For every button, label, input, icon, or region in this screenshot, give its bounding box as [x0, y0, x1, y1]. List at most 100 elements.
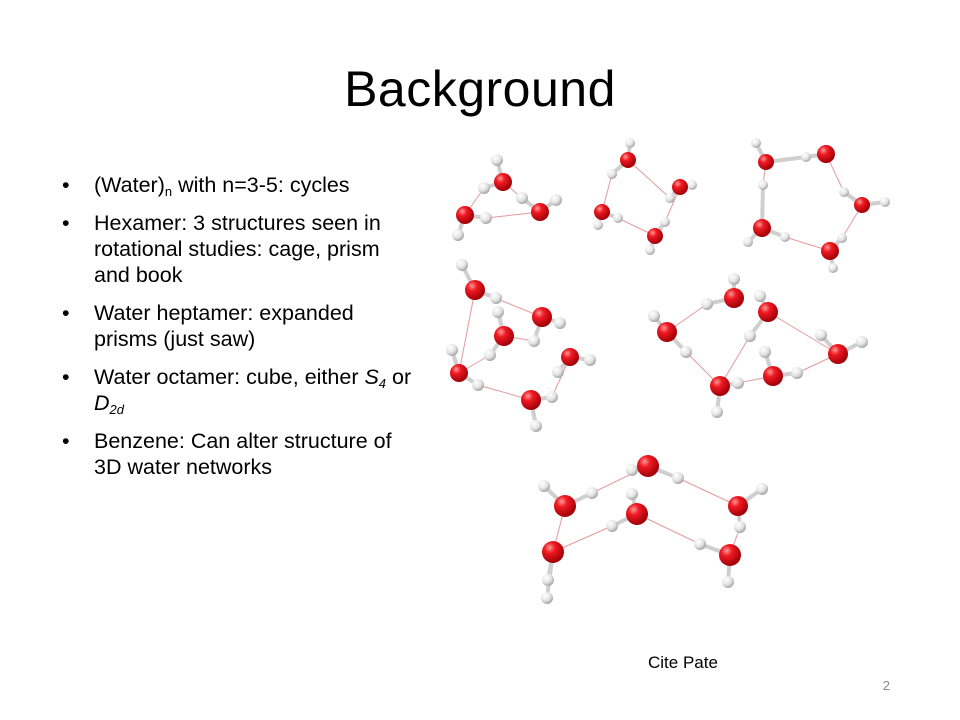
hydrogen-atom	[837, 233, 847, 243]
water-cluster-hexamer-left	[446, 259, 596, 432]
hydrogen-atom	[751, 138, 761, 148]
oxygen-atom	[753, 219, 771, 237]
hydrogen-atom	[728, 273, 740, 285]
water-cluster-figure	[446, 138, 890, 604]
oxygen-atom	[542, 541, 564, 563]
hydrogen-atom	[542, 574, 554, 586]
hydrogen-atom	[625, 138, 635, 148]
bullet-list: (Water)n with n=3-5: cycles Hexamer: 3 s…	[62, 172, 412, 492]
hydrogen-atom	[478, 182, 490, 194]
hydrogen-bond	[485, 211, 541, 219]
oxygen-atom	[758, 154, 774, 170]
bullet-item: Water heptamer: expanded prisms (just sa…	[62, 300, 412, 352]
water-cluster-hexamer-right	[648, 273, 868, 418]
water-cluster-tetramer	[593, 138, 697, 255]
hydrogen-atom	[626, 488, 638, 500]
hydrogen-atom	[680, 346, 692, 358]
hydrogen-atom	[722, 576, 734, 588]
hydrogen-atom	[554, 317, 566, 329]
hydrogen-atom	[660, 217, 670, 227]
oxygen-atom	[647, 228, 663, 244]
hydrogen-atom	[839, 187, 849, 197]
oxygen-atom	[728, 496, 748, 516]
hydrogen-atom	[815, 329, 827, 341]
hydrogen-atom	[626, 464, 638, 476]
oxygen-atom	[637, 455, 659, 477]
water-cluster-trimer	[452, 154, 562, 241]
oxygen-atom	[672, 179, 688, 195]
hydrogen-atom	[456, 259, 468, 271]
hydrogen-atom	[516, 192, 528, 204]
bullet-item: Hexamer: 3 structures seen in rotational…	[62, 210, 412, 288]
hydrogen-atom	[665, 193, 675, 203]
hydrogen-atom	[732, 377, 744, 389]
oxygen-atom	[817, 145, 835, 163]
bullet-item: Benzene: Can alter structure of 3D water…	[62, 428, 412, 480]
hydrogen-atom	[711, 406, 723, 418]
oxygen-atom	[531, 203, 549, 221]
oxygen-atom	[828, 344, 848, 364]
bullet-item: (Water)n with n=3-5: cycles	[62, 172, 412, 198]
hydrogen-bond	[458, 289, 476, 374]
oxygen-atom	[854, 197, 870, 213]
hydrogen-atom	[606, 520, 618, 532]
hydrogen-atom	[593, 220, 603, 230]
hydrogen-bond	[767, 311, 839, 355]
hydrogen-atom	[530, 420, 542, 432]
oxygen-atom	[626, 503, 648, 525]
hydrogen-atom	[758, 180, 768, 190]
hydrogen-atom	[828, 263, 838, 273]
oxygen-atom	[763, 366, 783, 386]
hydrogen-atom	[480, 212, 492, 224]
hydrogen-atom	[694, 538, 706, 550]
bullet-item: Water octamer: cube, either S4 or D2d	[62, 364, 412, 416]
hydrogen-atom	[472, 379, 484, 391]
slide-title: Background	[344, 61, 616, 117]
hydrogen-atom	[528, 335, 540, 347]
hydrogen-atom	[550, 194, 562, 206]
hydrogen-atom	[648, 310, 660, 322]
hydrogen-atom	[613, 213, 623, 223]
oxygen-atom	[657, 322, 677, 342]
hydrogen-atom	[687, 180, 697, 190]
oxygen-atom	[710, 376, 730, 396]
oxygen-atom	[456, 206, 474, 224]
oxygen-atom	[758, 302, 778, 322]
hydrogen-bond	[627, 159, 671, 199]
hydrogen-atom	[490, 292, 502, 304]
hydrogen-atom	[645, 245, 655, 255]
hydrogen-atom	[743, 237, 753, 247]
hydrogen-atom	[744, 330, 756, 342]
oxygen-atom	[719, 544, 741, 566]
oxygen-atom	[532, 307, 552, 327]
hydrogen-atom	[791, 367, 803, 379]
oxygen-atom	[465, 280, 485, 300]
oxygen-atom	[594, 204, 610, 220]
oxygen-atom	[521, 390, 541, 410]
hydrogen-atom	[856, 336, 868, 348]
hydrogen-bond	[636, 513, 701, 545]
hydrogen-atom	[452, 229, 464, 241]
hydrogen-atom	[756, 483, 768, 495]
hydrogen-atom	[446, 344, 458, 356]
oxygen-atom	[561, 348, 579, 366]
water-cluster-pentamer	[743, 138, 890, 273]
oxygen-atom	[724, 288, 744, 308]
hydrogen-atom	[701, 298, 713, 310]
hydrogen-atom	[759, 346, 771, 358]
hydrogen-atom	[541, 592, 553, 604]
hydrogen-atom	[491, 154, 503, 166]
hydrogen-bond	[677, 477, 739, 507]
hydrogen-atom	[584, 354, 596, 366]
hydrogen-atom	[607, 169, 617, 179]
hydrogen-atom	[801, 152, 811, 162]
hydrogen-atom	[734, 521, 746, 533]
hydrogen-atom	[880, 197, 890, 207]
hydrogen-atom	[484, 349, 496, 361]
oxygen-atom	[620, 152, 636, 168]
oxygen-atom	[494, 326, 514, 346]
hydrogen-atom	[546, 391, 558, 403]
hydrogen-atom	[780, 232, 790, 242]
hydrogen-atom	[552, 366, 564, 378]
citation: Cite Pate	[648, 653, 718, 672]
